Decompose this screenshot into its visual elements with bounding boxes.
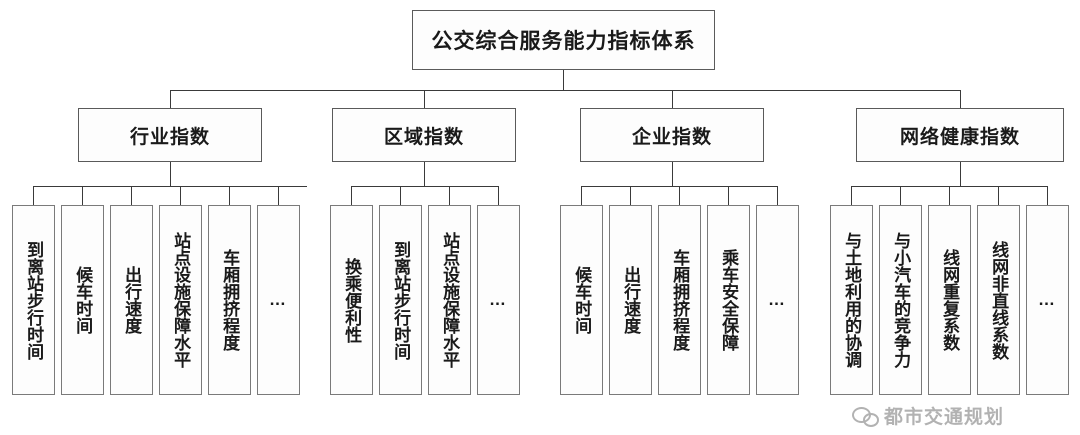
- branch-node-label-3: 网络健康指数: [899, 126, 1020, 148]
- leaf-node-label-2-4: …: [768, 290, 787, 310]
- leaf-node-box-2-4: …: [756, 205, 799, 395]
- leaf-node-label-3-2: 线网重复系数: [940, 249, 960, 351]
- leaf-node-box-2-1: 出行速度: [609, 205, 652, 395]
- connector-leaf-3-4: [1047, 186, 1048, 205]
- branch-node-label-0: 行业指数: [129, 126, 210, 148]
- leaf-node-label-1-0: 换乘便利性: [342, 257, 362, 343]
- root-node-box: 公交综合服务能力指标体系: [412, 10, 715, 70]
- leaf-node-label-3-4: …: [1038, 290, 1057, 310]
- connector-leaf-1-1: [400, 186, 401, 205]
- connector-leaf-3-3: [998, 186, 999, 205]
- branch-node-label-2: 企业指数: [631, 126, 712, 148]
- connector-leaf-0-5: [278, 186, 279, 205]
- branch-node-label-1: 区域指数: [383, 126, 464, 148]
- connector-group-0-stem: [170, 162, 171, 186]
- connector-leaf-2-3: [728, 186, 729, 205]
- leaf-node-label-0-3: 站点设施保障水平: [171, 232, 191, 368]
- connector-branch-0-drop: [170, 90, 171, 108]
- branch-node-box-3: 网络健康指数: [856, 108, 1064, 162]
- connector-leaf-3-1: [900, 186, 901, 205]
- leaf-node-label-3-3: 线网非直线系数: [989, 240, 1009, 360]
- leaf-node-box-2-2: 车厢拥挤程度: [658, 205, 701, 395]
- branch-node-box-2: 企业指数: [580, 108, 764, 162]
- connector-leaf-1-0: [351, 186, 352, 205]
- leaf-node-label-1-2: 站点设施保障水平: [440, 232, 460, 368]
- leaf-node-box-1-0: 换乘便利性: [330, 205, 373, 395]
- connector-group-1-stem: [424, 162, 425, 186]
- leaf-node-box-2-0: 候车时间: [560, 205, 603, 395]
- leaf-node-box-1-1: 到离站步行时间: [379, 205, 422, 395]
- connector-branch-3-drop: [960, 90, 961, 108]
- branch-node-box-0: 行业指数: [78, 108, 262, 162]
- leaf-node-box-3-3: 线网非直线系数: [977, 205, 1020, 395]
- leaf-node-label-0-5: …: [269, 290, 288, 310]
- connector-leaf-1-2: [449, 186, 450, 205]
- leaf-node-label-3-0: 与土地利用的协调: [842, 232, 862, 368]
- connector-leaf-0-3: [180, 186, 181, 205]
- connector-leaf-0-2: [131, 186, 132, 205]
- leaf-node-label-3-1: 与小汽车的竞争力: [891, 232, 911, 368]
- connector-leaf-3-2: [949, 186, 950, 205]
- leaf-node-label-0-2: 出行速度: [122, 266, 142, 334]
- root-node-label: 公交综合服务能力指标体系: [431, 30, 696, 53]
- leaf-node-box-1-3: …: [477, 205, 520, 395]
- leaf-node-box-3-2: 线网重复系数: [928, 205, 971, 395]
- connector-leaf-2-4: [777, 186, 778, 205]
- leaf-node-box-0-5: …: [257, 205, 300, 395]
- leaf-node-box-1-2: 站点设施保障水平: [428, 205, 471, 395]
- connector-group-3-stem: [960, 162, 961, 186]
- connector-branch-2-drop: [672, 90, 673, 108]
- leaf-node-label-2-0: 候车时间: [572, 266, 592, 334]
- leaf-node-label-2-3: 乘车安全保障: [719, 249, 739, 351]
- connector-leaf-0-1: [82, 186, 83, 205]
- leaf-node-label-2-2: 车厢拥挤程度: [670, 249, 690, 351]
- leaf-node-label-1-1: 到离站步行时间: [391, 240, 411, 360]
- leaf-node-label-2-1: 出行速度: [621, 266, 641, 334]
- connector-leaf-1-3: [498, 186, 499, 205]
- leaf-node-box-0-4: 车厢拥挤程度: [208, 205, 251, 395]
- connector-group-0-bus: [33, 186, 307, 187]
- leaf-node-label-0-4: 车厢拥挤程度: [220, 249, 240, 351]
- connector-leaf-0-0: [33, 186, 34, 205]
- leaf-node-box-0-2: 出行速度: [110, 205, 153, 395]
- leaf-node-box-0-0: 到离站步行时间: [12, 205, 55, 395]
- branch-node-box-1: 区域指数: [332, 108, 516, 162]
- leaf-node-box-3-4: …: [1026, 205, 1069, 395]
- connector-leaf-0-4: [229, 186, 230, 205]
- leaf-node-box-3-0: 与土地利用的协调: [830, 205, 873, 395]
- connector-level1-bus: [170, 90, 961, 91]
- watermark-text: 都市交通规划: [884, 407, 1005, 428]
- connector-branch-1-drop: [424, 90, 425, 108]
- leaf-node-box-0-3: 站点设施保障水平: [159, 205, 202, 395]
- connector-leaf-3-0: [851, 186, 852, 205]
- watermark: 都市交通规划: [852, 402, 1004, 429]
- leaf-node-label-1-3: …: [489, 290, 508, 310]
- connector-group-1-bus: [351, 186, 498, 187]
- connector-root-stem: [563, 70, 564, 90]
- connector-leaf-2-0: [581, 186, 582, 205]
- leaf-node-box-0-1: 候车时间: [61, 205, 104, 395]
- connector-leaf-2-2: [679, 186, 680, 205]
- leaf-node-box-3-1: 与小汽车的竞争力: [879, 205, 922, 395]
- connector-group-2-stem: [672, 162, 673, 186]
- wechat-icon: [852, 405, 879, 427]
- leaf-node-label-0-0: 到离站步行时间: [24, 240, 44, 360]
- connector-leaf-2-1: [630, 186, 631, 205]
- leaf-node-box-2-3: 乘车安全保障: [707, 205, 750, 395]
- leaf-node-label-0-1: 候车时间: [73, 266, 93, 334]
